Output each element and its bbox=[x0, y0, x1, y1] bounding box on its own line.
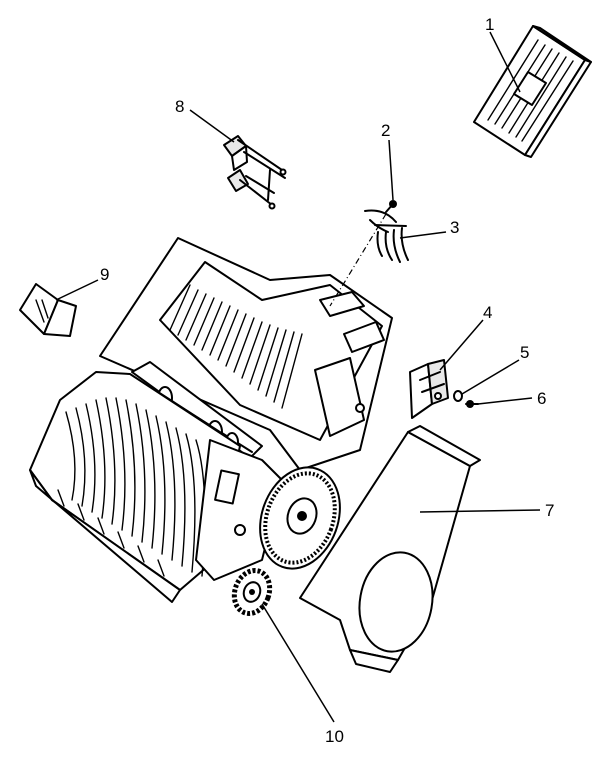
callout-2: 2 bbox=[381, 121, 390, 140]
part-10-small-gear bbox=[231, 568, 273, 616]
part-8-bracket bbox=[223, 135, 287, 210]
callout-4: 4 bbox=[483, 303, 492, 322]
callout-6: 6 bbox=[537, 389, 546, 408]
callout-5: 5 bbox=[520, 343, 529, 362]
part-7-side-cover bbox=[299, 425, 481, 673]
leader-lines bbox=[55, 31, 541, 723]
part-1-cover-plate bbox=[473, 25, 592, 158]
part-9-small-bracket bbox=[19, 283, 77, 337]
callout-10: 10 bbox=[325, 727, 344, 746]
callout-7: 7 bbox=[545, 501, 554, 520]
part-2-screw bbox=[385, 200, 397, 213]
large-gear bbox=[259, 466, 341, 570]
deck-ribs bbox=[169, 284, 303, 409]
part-4-switch-bracket bbox=[409, 359, 449, 419]
alignment-line bbox=[329, 213, 387, 307]
printer-chassis bbox=[29, 237, 393, 603]
part-5-washer bbox=[453, 390, 463, 402]
part-6-screw bbox=[465, 400, 479, 408]
part-3-spring-clip bbox=[364, 209, 409, 263]
callout-1: 1 bbox=[485, 15, 494, 34]
callout-9: 9 bbox=[100, 265, 109, 284]
callout-8: 8 bbox=[175, 97, 184, 116]
callout-3: 3 bbox=[450, 218, 459, 237]
